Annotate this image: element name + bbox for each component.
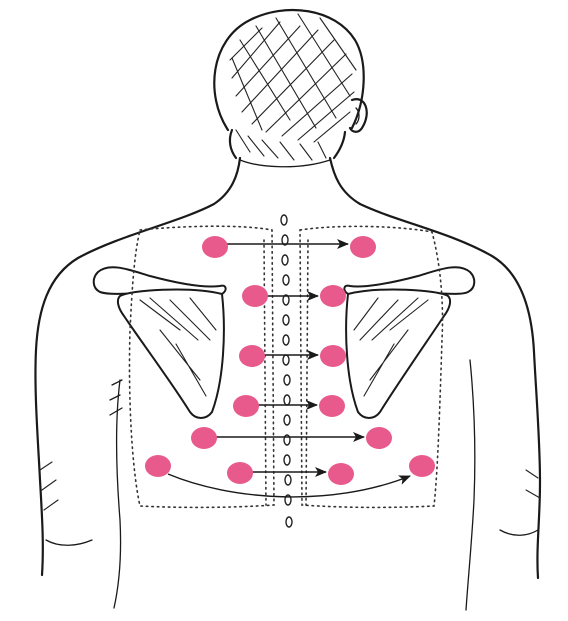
point-l6 <box>145 455 171 477</box>
point-r1 <box>350 236 376 258</box>
point-l1 <box>202 236 228 258</box>
hair-hatching <box>230 14 356 160</box>
point-l5 <box>191 427 217 449</box>
right-scapula <box>344 267 474 418</box>
point-l2 <box>242 285 268 307</box>
point-r5 <box>366 427 392 449</box>
point-r6 <box>409 455 435 477</box>
point-r3 <box>320 345 346 367</box>
spine <box>281 215 292 527</box>
point-r7 <box>328 463 354 485</box>
body-outline <box>35 158 540 610</box>
point-r4 <box>319 395 345 417</box>
point-l4 <box>233 395 259 417</box>
point-l3 <box>239 345 265 367</box>
point-r2 <box>320 285 346 307</box>
left-scapula <box>94 267 226 418</box>
point-l7 <box>227 462 253 484</box>
